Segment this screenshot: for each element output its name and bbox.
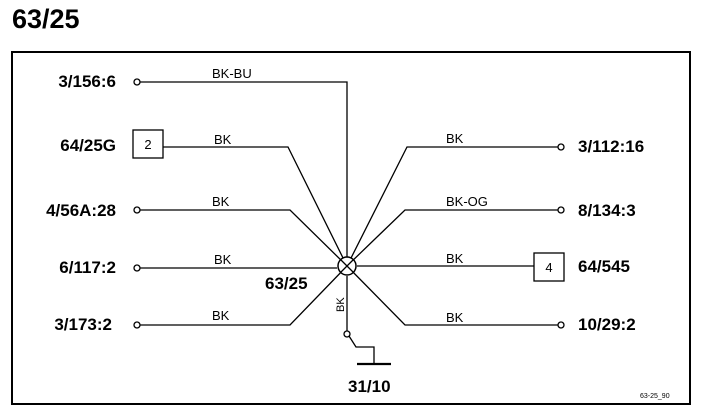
splice-cross (340, 259, 354, 273)
wire-3-156-6 (140, 81, 348, 266)
splice-label: 63/25 (265, 274, 308, 293)
diagram-frame (11, 51, 691, 405)
wire-color-label: BK (446, 131, 464, 146)
terminal-pin (133, 321, 141, 329)
connector-label-3-156-6: 3/156:6 (58, 72, 116, 91)
wire-color-label: BK (214, 252, 232, 267)
connector-label-6-117-2: 6/117:2 (59, 258, 116, 277)
connector-pin-number: 2 (144, 137, 151, 152)
wire-64-25g (163, 146, 348, 267)
wire-color-label: BK (212, 194, 230, 209)
terminal-pin (133, 78, 141, 86)
wire-3-112-16 (346, 146, 558, 267)
ground-terminal-pin (343, 330, 351, 338)
connector-label-3-173-2: 3/173:2 (54, 315, 112, 334)
connector-label-3-112-16: 3/112:16 (578, 137, 644, 156)
page-title: 63/25 (12, 4, 80, 34)
connector-label-64-545: 64/545 (578, 257, 630, 276)
connector-label-4-56a-28: 4/56A:28 (46, 201, 116, 220)
footer-code: 63-25_90 (640, 393, 670, 400)
wire-8-134-3 (346, 209, 558, 267)
ground-switch-link (348, 335, 375, 364)
connector-pin-box (533, 252, 565, 282)
wire-color-label: BK-OG (446, 194, 488, 209)
connector-label-8-134-3: 8/134:3 (578, 201, 636, 220)
wire-color-label: BK (214, 132, 232, 147)
wire-4-56a-28 (140, 209, 348, 267)
ground-wire-color-label: BK (335, 297, 347, 312)
wire-color-label: BK (212, 308, 230, 323)
wire-color-label: BK (446, 310, 464, 325)
terminal-pin (557, 321, 565, 329)
connector-pin-box (132, 129, 164, 159)
connector-label-10-29-2: 10/29:2 (578, 315, 636, 334)
ground-label: 31/10 (348, 377, 391, 396)
wire-color-label: BK (446, 251, 464, 266)
connector-pin-number: 4 (545, 260, 552, 275)
wire-3-173-2 (140, 265, 348, 326)
terminal-pin (133, 264, 141, 272)
connector-label-64-25g: 64/25G (60, 136, 116, 155)
wire-10-29-2 (346, 265, 558, 326)
terminal-pin (557, 143, 565, 151)
wire-color-label: BK-BU (212, 66, 252, 81)
terminal-pin (133, 206, 141, 214)
terminal-pin (557, 206, 565, 214)
